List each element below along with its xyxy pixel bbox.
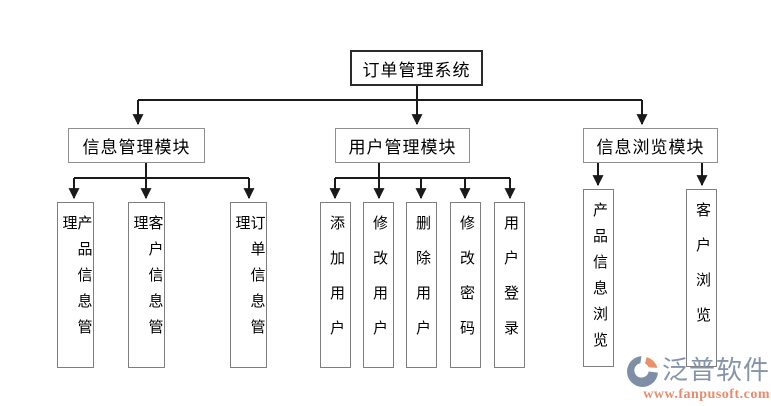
node-label: 客户信息管理 bbox=[131, 215, 163, 345]
node-label: 订单管理系统 bbox=[362, 60, 471, 80]
node-label: 用户管理模块 bbox=[348, 138, 457, 157]
node-label: 修改密码 bbox=[458, 215, 474, 355]
node-product-info-browse: 产品信息浏览 bbox=[583, 189, 614, 367]
node-order-info-management: 订单信息管理 bbox=[230, 202, 267, 368]
node-label: 信息管理模块 bbox=[82, 138, 191, 157]
node-label: 产品信息浏览 bbox=[591, 202, 607, 358]
node-label: 删除用户 bbox=[414, 215, 430, 355]
node-order-management-system: 订单管理系统 bbox=[350, 50, 483, 86]
node-customer-browse: 客户浏览 bbox=[686, 189, 717, 367]
node-label: 产品信息管理 bbox=[60, 215, 92, 345]
node-delete-user: 删除用户 bbox=[406, 202, 437, 368]
node-info-management-module: 信息管理模块 bbox=[68, 128, 205, 163]
node-change-password: 修改密码 bbox=[450, 202, 481, 368]
fanpu-swirl-icon bbox=[627, 356, 658, 387]
fanpusoft-watermark: 泛普软件 www.fanpusoft.com bbox=[627, 354, 770, 402]
node-modify-user: 修改用户 bbox=[363, 202, 394, 368]
node-info-browse-module: 信息浏览模块 bbox=[583, 128, 718, 163]
watermark-brand-row: 泛普软件 bbox=[627, 354, 770, 387]
node-user-management-module: 用户管理模块 bbox=[335, 128, 470, 163]
watermark-brand: 泛普软件 bbox=[661, 355, 770, 385]
node-user-login: 用户登录 bbox=[494, 202, 525, 368]
node-product-info-management: 产品信息管理 bbox=[57, 202, 94, 368]
watermark-url: www.fanpusoft.com bbox=[643, 387, 770, 402]
node-add-user: 添加用户 bbox=[320, 202, 351, 368]
node-customer-info-management: 客户信息管理 bbox=[128, 202, 165, 368]
node-label: 信息浏览模块 bbox=[596, 138, 705, 157]
node-label: 订单信息管理 bbox=[233, 215, 265, 345]
node-label: 客户浏览 bbox=[694, 202, 710, 342]
node-label: 修改用户 bbox=[371, 215, 387, 355]
node-label: 添加用户 bbox=[328, 215, 344, 355]
node-label: 用户登录 bbox=[502, 215, 518, 355]
